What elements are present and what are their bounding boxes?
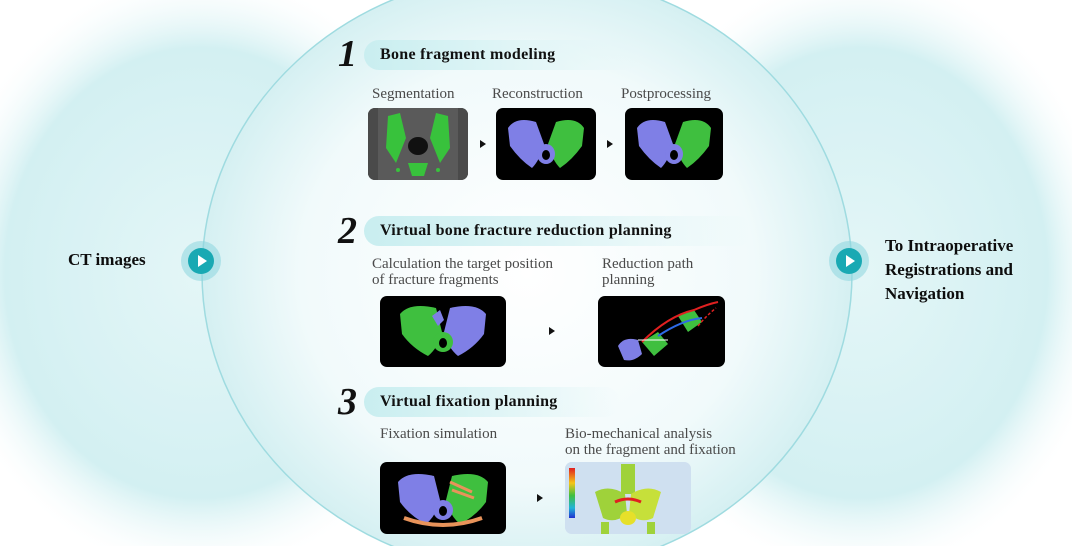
step-1-title: Bone fragment modeling — [364, 40, 640, 70]
step-2-caption-target-position: Calculation the target position of fract… — [372, 256, 553, 288]
step-1-number: 1 — [338, 33, 357, 75]
arrow-right-icon — [607, 140, 613, 148]
caption-line: Reduction path — [602, 256, 694, 272]
step-3-title: Virtual fixation planning — [364, 387, 620, 417]
caption-line: on the fragment and fixation — [565, 442, 736, 458]
arrow-right-icon — [549, 327, 555, 335]
step-2-number: 2 — [338, 210, 357, 252]
step-1-caption-segmentation: Segmentation — [372, 86, 455, 102]
reconstruction-image — [496, 108, 596, 180]
step-3-caption-fixation-simulation: Fixation simulation — [380, 426, 497, 442]
output-label-line: Navigation — [885, 284, 965, 303]
input-label: CT images — [68, 250, 146, 269]
postprocessing-image — [625, 108, 723, 180]
step-1-caption-postprocessing: Postprocessing — [621, 86, 711, 102]
input-play-button[interactable] — [181, 241, 221, 281]
caption-line: Bio-mechanical analysis — [565, 426, 713, 442]
caption-line: Fixation simulation — [380, 426, 498, 442]
reduction-path-image — [598, 296, 725, 367]
step-2-caption-reduction-path: Reduction path planning — [602, 256, 693, 288]
step-2-title: Virtual bone fracture reduction planning — [364, 216, 752, 246]
output-play-button[interactable] — [829, 241, 869, 281]
output-label: To Intraoperative Registrations and Navi… — [885, 234, 1013, 306]
play-icon — [198, 255, 207, 267]
arrow-right-icon — [480, 140, 486, 148]
caption-line: Calculation the target position — [372, 256, 553, 272]
step-3-caption-biomechanical: Bio-mechanical analysis on the fragment … — [565, 426, 736, 458]
step-1-caption-reconstruction: Reconstruction — [492, 86, 583, 102]
segmentation-image — [368, 108, 468, 180]
arrow-right-icon — [537, 494, 543, 502]
output-label-line: Registrations and — [885, 260, 1013, 279]
step-3-number: 3 — [338, 381, 357, 423]
output-label-line: To Intraoperative — [885, 236, 1014, 255]
biomechanical-analysis-image — [565, 462, 691, 534]
caption-line: planning — [602, 272, 655, 288]
caption-line: of fracture fragments — [372, 272, 499, 288]
fixation-simulation-image — [380, 462, 506, 534]
target-position-image — [380, 296, 506, 367]
play-icon — [846, 255, 855, 267]
